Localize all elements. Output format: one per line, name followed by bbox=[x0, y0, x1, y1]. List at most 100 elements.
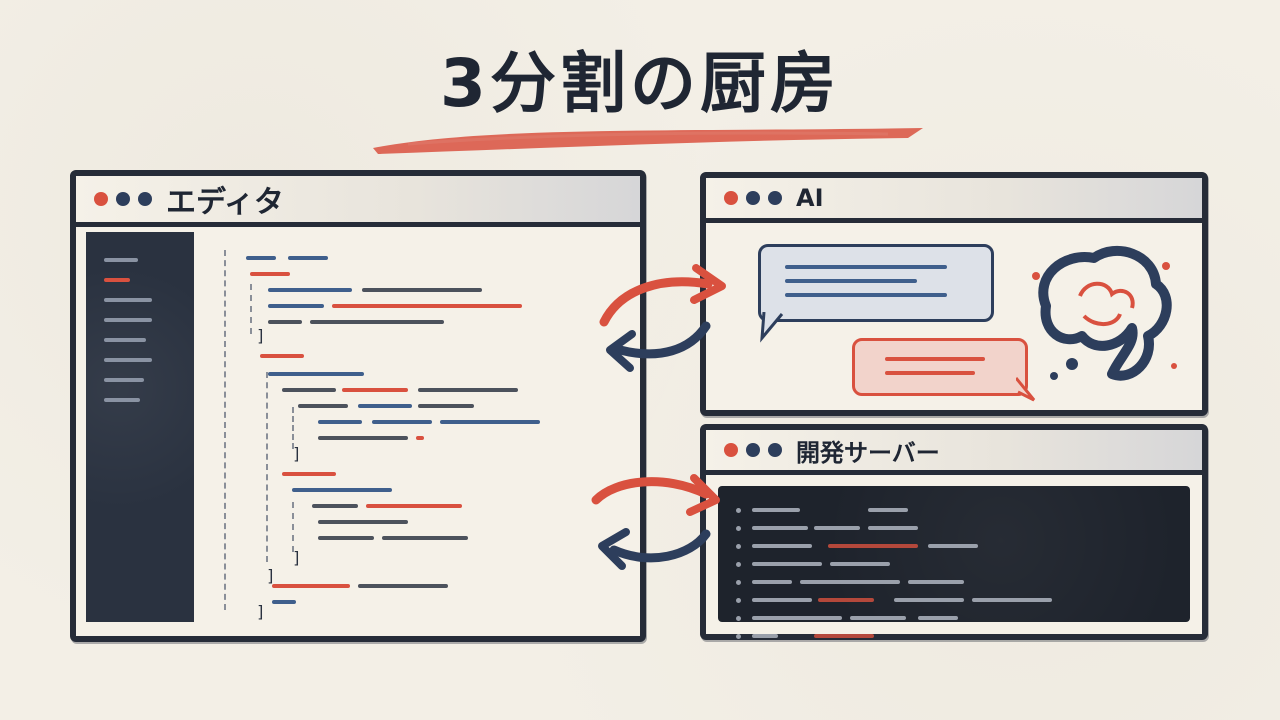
brain-swirl-icon bbox=[1032, 245, 1177, 381]
code-brace: ] bbox=[266, 566, 276, 585]
ai-titlebar[interactable]: AI bbox=[706, 178, 1202, 223]
log-token bbox=[752, 526, 808, 530]
server-window[interactable]: 開発サーバー bbox=[700, 424, 1208, 640]
message-line bbox=[885, 357, 985, 361]
sidebar-item[interactable] bbox=[104, 318, 152, 322]
sidebar-item[interactable] bbox=[104, 358, 152, 362]
indent-guide bbox=[292, 407, 294, 449]
code-token bbox=[292, 488, 392, 492]
window-controls bbox=[724, 191, 782, 205]
log-token bbox=[868, 508, 908, 512]
page-title: 3分割の厨房 bbox=[440, 45, 840, 122]
indent-guide bbox=[266, 372, 268, 562]
code-area[interactable]: ] ] ] ] ] bbox=[206, 232, 630, 626]
code-token bbox=[268, 304, 324, 308]
ai-window[interactable]: AI bbox=[700, 172, 1208, 416]
editor-title: エディタ bbox=[166, 185, 284, 220]
indent-guide bbox=[250, 284, 252, 334]
code-token bbox=[418, 404, 474, 408]
file-sidebar[interactable] bbox=[86, 232, 194, 622]
message-line bbox=[785, 265, 947, 269]
minimize-dot-icon[interactable] bbox=[116, 192, 130, 206]
log-bullet bbox=[736, 616, 741, 621]
log-token-error bbox=[828, 544, 918, 548]
log-token bbox=[972, 598, 1052, 602]
terminal-output[interactable] bbox=[718, 486, 1190, 639]
maximize-dot-icon[interactable] bbox=[768, 443, 782, 457]
code-token bbox=[440, 420, 540, 424]
log-bullet bbox=[736, 562, 741, 567]
maximize-dot-icon[interactable] bbox=[768, 191, 782, 205]
sidebar-item[interactable] bbox=[104, 298, 152, 302]
server-title: 開発サーバー bbox=[796, 438, 940, 467]
code-token bbox=[268, 288, 352, 292]
log-token bbox=[918, 616, 958, 620]
red-arrow-right-icon bbox=[599, 264, 726, 327]
code-token bbox=[358, 404, 412, 408]
editor-window[interactable]: エディタ ] bbox=[70, 170, 646, 642]
log-token-error bbox=[814, 634, 874, 638]
log-token bbox=[752, 544, 812, 548]
code-token bbox=[332, 304, 522, 308]
code-token bbox=[282, 472, 336, 476]
log-token bbox=[928, 544, 978, 548]
sidebar-item[interactable] bbox=[104, 378, 144, 382]
sidebar-item[interactable] bbox=[104, 338, 146, 342]
window-controls bbox=[724, 443, 782, 457]
code-token bbox=[382, 536, 468, 540]
minimize-dot-icon[interactable] bbox=[746, 191, 760, 205]
log-token bbox=[894, 598, 964, 602]
code-token bbox=[268, 372, 364, 376]
code-token bbox=[416, 436, 424, 440]
log-token bbox=[908, 580, 964, 584]
code-token bbox=[318, 436, 408, 440]
sidebar-item-active[interactable] bbox=[104, 278, 130, 282]
log-bullet bbox=[736, 544, 741, 549]
close-dot-icon[interactable] bbox=[724, 191, 738, 205]
log-bullet bbox=[736, 508, 741, 513]
chat-bubble-user[interactable] bbox=[758, 244, 994, 322]
chat-bubble-ai[interactable] bbox=[852, 338, 1028, 396]
code-token bbox=[318, 420, 362, 424]
log-bullet bbox=[736, 598, 741, 603]
sidebar-item[interactable] bbox=[104, 258, 138, 262]
log-bullet bbox=[736, 580, 741, 585]
code-token bbox=[310, 320, 444, 324]
ai-title: AI bbox=[796, 184, 824, 212]
code-token bbox=[312, 504, 358, 508]
minimize-dot-icon[interactable] bbox=[746, 443, 760, 457]
log-token bbox=[800, 580, 900, 584]
server-titlebar[interactable]: 開発サーバー bbox=[706, 430, 1202, 475]
bubble-tail bbox=[1016, 377, 1036, 402]
close-dot-icon[interactable] bbox=[94, 192, 108, 206]
log-token bbox=[752, 562, 822, 566]
blue-arrow-left-icon bbox=[598, 528, 711, 570]
code-token bbox=[272, 584, 350, 588]
code-token bbox=[246, 256, 276, 260]
message-line bbox=[785, 279, 917, 283]
log-token bbox=[830, 562, 890, 566]
sidebar-item[interactable] bbox=[104, 398, 140, 402]
log-token bbox=[752, 508, 800, 512]
code-token bbox=[288, 256, 328, 260]
indent-guide bbox=[292, 502, 294, 552]
maximize-dot-icon[interactable] bbox=[138, 192, 152, 206]
code-token bbox=[366, 504, 462, 508]
code-token bbox=[372, 420, 432, 424]
code-token bbox=[250, 272, 290, 276]
close-dot-icon[interactable] bbox=[724, 443, 738, 457]
message-line bbox=[885, 371, 975, 375]
code-brace: ] bbox=[256, 326, 266, 345]
code-token bbox=[318, 536, 374, 540]
log-bullet bbox=[736, 526, 741, 531]
window-controls bbox=[94, 192, 152, 206]
code-token bbox=[260, 354, 304, 358]
code-token bbox=[318, 520, 408, 524]
code-token bbox=[298, 404, 348, 408]
code-brace: ] bbox=[292, 444, 302, 463]
indent-guide bbox=[224, 250, 226, 610]
code-brace: ] bbox=[256, 602, 266, 621]
code-token bbox=[358, 584, 448, 588]
editor-titlebar[interactable]: エディタ bbox=[76, 176, 640, 227]
